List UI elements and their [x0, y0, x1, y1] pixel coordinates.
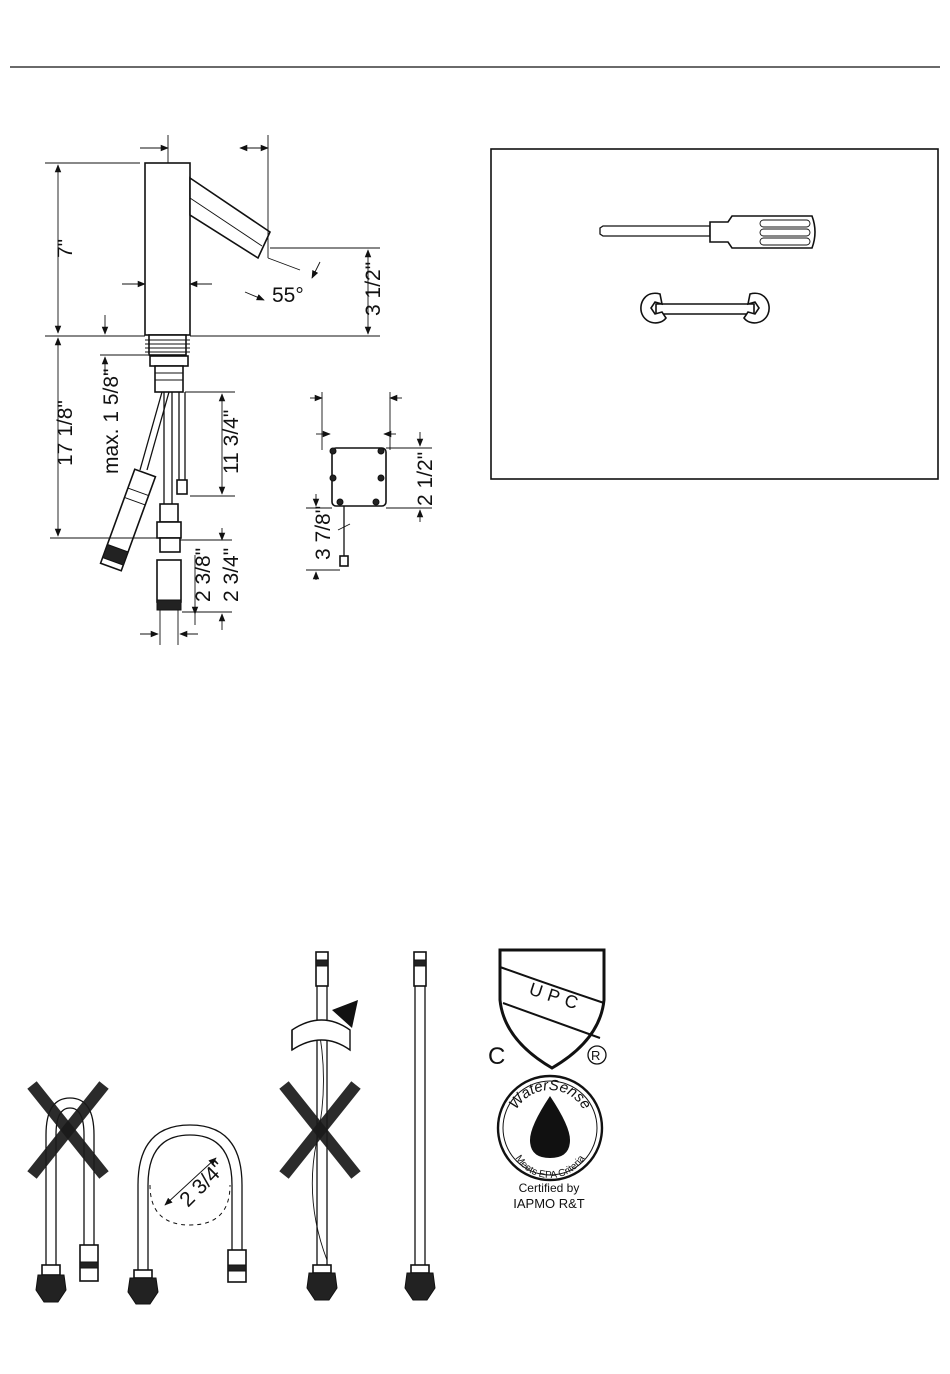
faucet-body: [145, 163, 190, 335]
dim-shank-length-label: 11 3/4": [220, 410, 243, 474]
dim-spout-height-label: 3 1/2": [362, 262, 385, 316]
dim-hose-radius-label: 2 3/4": [175, 1157, 230, 1212]
hose-wrong-tight-bend: [32, 1085, 104, 1302]
watersense-logo: WaterSense Meets EPA Criteria: [498, 1076, 602, 1181]
upc-shield-logo: UPC C R: [488, 950, 606, 1070]
c-mark-text: C: [488, 1043, 505, 1070]
hose-bend-rules: 2 3/4": [32, 952, 435, 1304]
twist-arrow-icon: [292, 1000, 358, 1050]
certified-by-text: Certified by: [519, 1181, 580, 1195]
certification-logos: UPC C R WaterSense Meets EPA Criteria Ce…: [488, 950, 606, 1211]
tools-box: [491, 149, 938, 479]
registered-mark: R: [591, 1048, 600, 1063]
dim-cable-label: 3 7/8": [312, 506, 335, 560]
wrench-icon: [641, 293, 769, 323]
solenoid-module: [101, 469, 156, 570]
dim-angle-label: 55°: [272, 284, 304, 307]
dim-filter-b-label: 2 3/4": [220, 548, 243, 602]
filter-dimension-drawing: 2 3/8" 2 3/4": [140, 528, 243, 645]
dim-max-counter-label: max. 1 5/8": [100, 368, 123, 474]
certifier-text: IAPMO R&T: [513, 1196, 585, 1211]
dim-filter-a-label: 2 3/8": [192, 548, 215, 602]
dim-height-label: 7": [54, 239, 77, 258]
dim-box-height-label: 2 1/2": [414, 452, 437, 506]
filter-cartridge: [157, 560, 181, 602]
control-box-drawing: 2 1/2" 3 7/8": [306, 392, 437, 580]
hose-correct-straight: [405, 952, 435, 1300]
faucet-spout: [190, 178, 270, 258]
hose-correct-bend: 2 3/4": [128, 1125, 246, 1304]
dim-total-length-label: 17 1/8": [54, 400, 77, 466]
screwdriver-icon: [600, 216, 815, 248]
hose-wrong-twisted: [284, 952, 358, 1300]
